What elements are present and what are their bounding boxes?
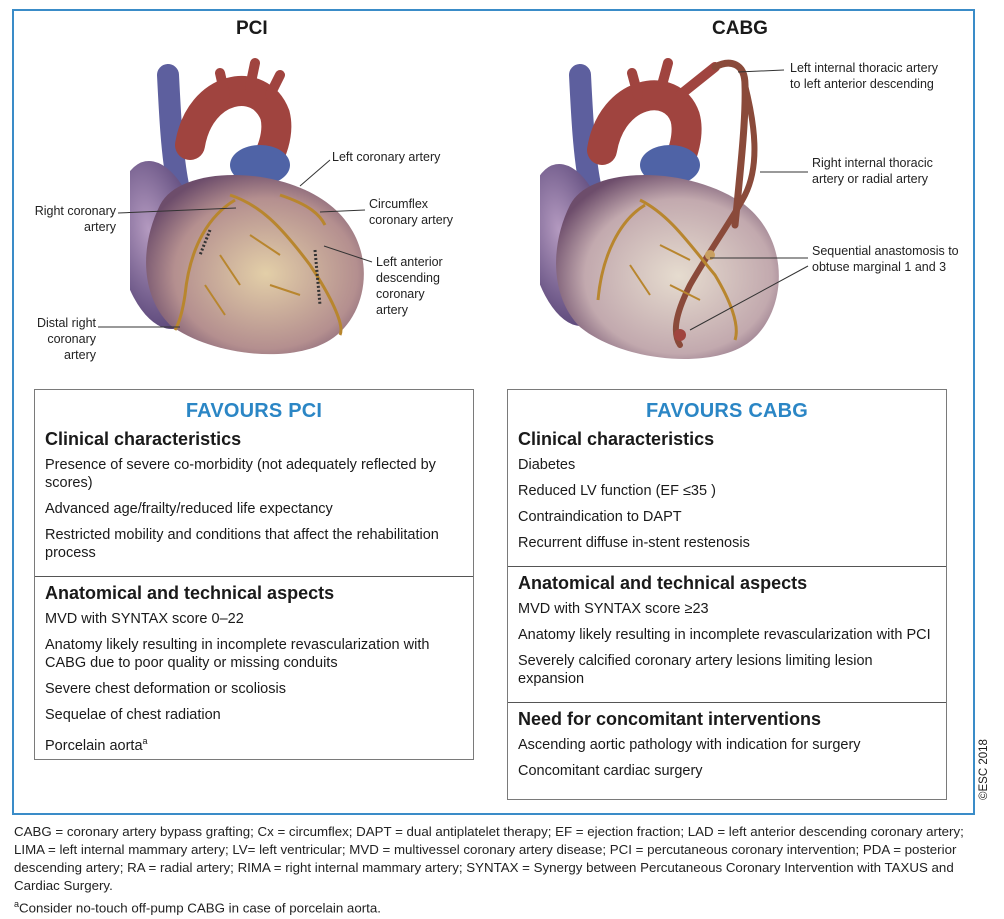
ventricles-shape <box>556 175 779 359</box>
list-item: Advanced age/frailty/reduced life expect… <box>45 501 333 517</box>
label-distal-right: Distal right coronary artery <box>36 316 96 362</box>
list-item: Restricted mobility and conditions that … <box>45 527 439 561</box>
item-text: Porcelain aorta <box>45 737 143 754</box>
pci-heart-illustration <box>130 58 364 355</box>
figure-frame <box>12 9 975 815</box>
lad-artery-shape <box>229 193 343 336</box>
pci-title: PCI <box>236 18 268 39</box>
list-item: Severe chest deformation or scoliosis <box>45 681 286 697</box>
label-lad: Left anterior descending coronary artery <box>376 255 443 317</box>
cabg-heart-illustration <box>540 58 779 359</box>
label-left-coronary: Left coronary artery <box>332 150 441 164</box>
right-coronary-shape <box>173 198 236 331</box>
cabg-concomitant-section: Need for concomitant interventions Ascen… <box>508 702 946 794</box>
aortic-branches-shape <box>215 58 285 100</box>
list-item: Severely calcified coronary artery lesio… <box>518 653 873 687</box>
list-item: Sequelae of chest radiation <box>45 707 221 723</box>
rita-graft-shape <box>672 82 758 348</box>
list-item: Concomitant cardiac surgery <box>518 763 703 779</box>
note-text: Consider no-touch off-pump CABG in case … <box>19 900 381 916</box>
aortic-branches-shape <box>627 58 720 100</box>
label-circumflex: Circumflex coronary artery <box>369 197 454 227</box>
label-sequential: Sequential anastomosis to obtuse margina… <box>812 244 959 274</box>
label-rita: Right internal thoracic artery or radial… <box>812 156 933 186</box>
cabg-clinical-section: Clinical characteristics Diabetes Reduce… <box>508 429 946 566</box>
right-coronary-shape <box>596 203 646 301</box>
lad-artery-shape <box>639 198 738 341</box>
porcelain-note: aConsider no-touch off-pump CABG in case… <box>14 895 986 917</box>
list-item: Anatomy likely resulting in incomplete r… <box>45 637 430 671</box>
list-item: Anatomy likely resulting in incomplete r… <box>518 627 931 643</box>
vena-cava-shape <box>569 64 601 196</box>
list-item: MVD with SYNTAX score 0–22 <box>45 611 244 627</box>
list-item: Diabetes <box>518 457 576 473</box>
label-right-coronary: Right coronary artery <box>34 204 116 234</box>
section-title: Anatomical and technical aspects <box>45 583 335 603</box>
favours-pci-title: FAVOURS PCI <box>185 400 323 422</box>
vena-cava-shape <box>157 64 189 196</box>
cabg-anatomical-section: Anatomical and technical aspects MVD wit… <box>508 566 946 702</box>
favours-cabg-title: FAVOURS CABG <box>645 400 809 422</box>
pci-anatomical-section: Anatomical and technical aspects MVD wit… <box>35 576 473 769</box>
ventricles-shape <box>146 175 364 355</box>
list-item: Contraindication to DAPT <box>518 509 682 525</box>
stent-lad-shape <box>313 249 322 306</box>
copyright-notice: ©ESC 2018 <box>978 739 990 800</box>
section-title: Need for concomitant interventions <box>518 709 822 729</box>
footnote-marker: a <box>14 899 20 909</box>
cabg-title: CABG <box>712 18 768 39</box>
stent-rca-shape <box>198 229 212 256</box>
pulmonary-artery-shape <box>640 145 700 185</box>
section-title: Anatomical and technical aspects <box>518 573 808 593</box>
section-title: Clinical characteristics <box>45 429 242 449</box>
branch-arteries-shape <box>204 234 301 316</box>
section-title: Clinical characteristics <box>518 429 715 449</box>
pci-clinical-section: Clinical characteristics Presence of sev… <box>35 429 473 576</box>
circumflex-shape <box>279 193 327 226</box>
label-lita: Left internal thoracic artery to left an… <box>790 61 938 91</box>
pulmonary-artery-shape <box>230 145 290 185</box>
list-item: Ascending aortic pathology with indicati… <box>518 737 861 753</box>
list-item: Presence of severe co-morbidity (not ade… <box>45 457 436 491</box>
abbreviations-text: CABG = coronary artery bypass grafting; … <box>14 824 964 893</box>
anastomosis-2-shape <box>674 329 686 341</box>
list-item: Porcelain aortaa <box>45 732 463 755</box>
favours-pci-panel: FAVOURS PCI Clinical characteristics Pre… <box>34 389 474 760</box>
favours-cabg-panel: FAVOURS CABG Clinical characteristics Di… <box>507 389 947 800</box>
footnote: CABG = coronary artery bypass grafting; … <box>14 823 986 917</box>
list-item: MVD with SYNTAX score ≥23 <box>518 601 709 617</box>
list-item: Reduced LV function (EF ≤35 ) <box>518 483 716 499</box>
footnote-marker: a <box>142 736 148 746</box>
pci-leader-lines <box>98 159 373 328</box>
branch-arteries-shape <box>629 244 701 301</box>
cabg-leader-lines <box>689 69 809 331</box>
list-item: Recurrent diffuse in-stent restenosis <box>518 535 750 551</box>
